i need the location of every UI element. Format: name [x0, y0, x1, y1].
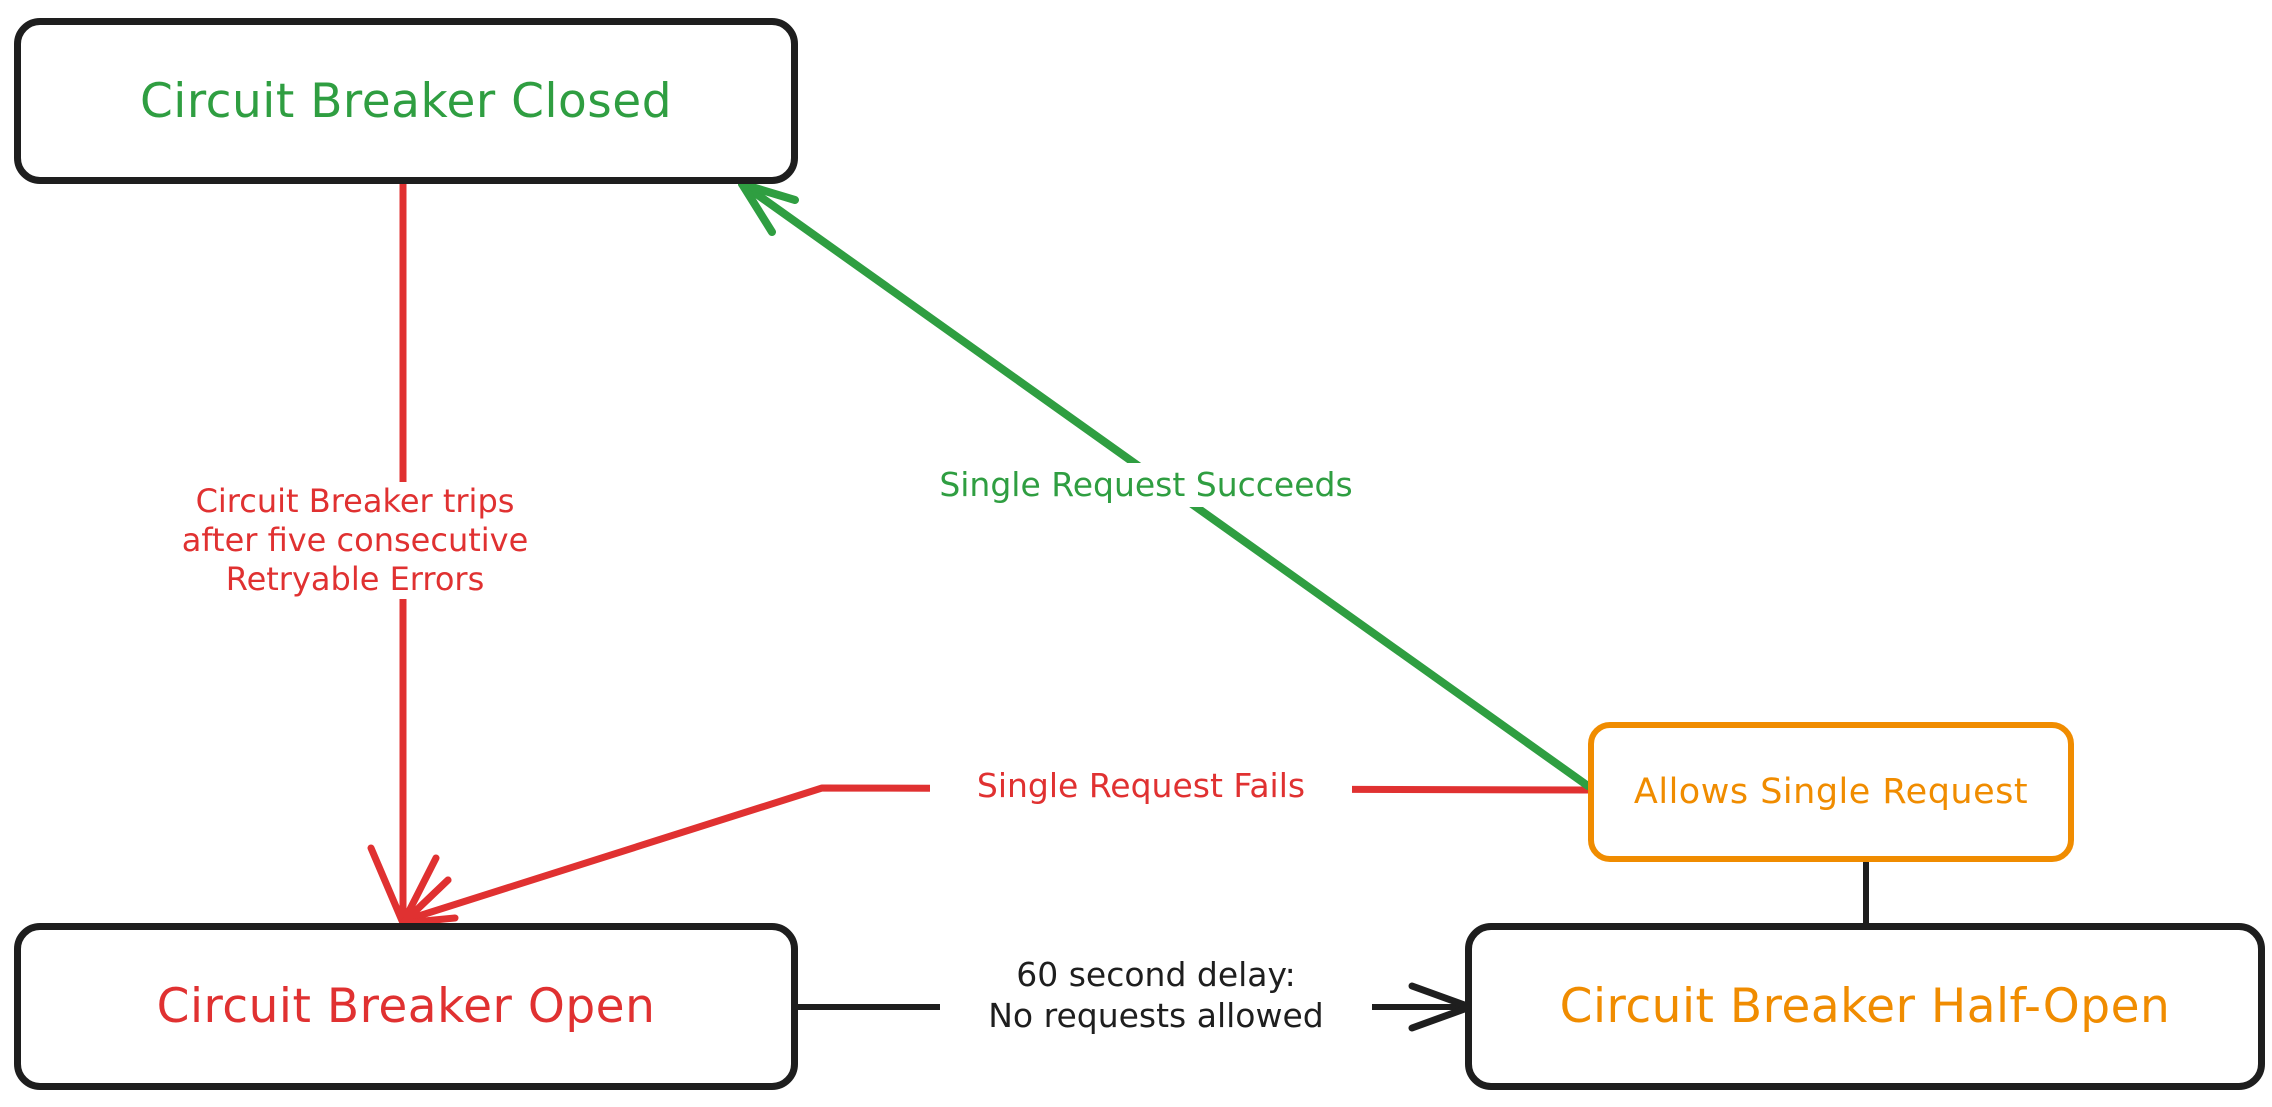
edge-label-single-request-succeeds: Single Request Succeeds	[890, 463, 1402, 508]
node-label-allows-single-request: Allows Single Request	[1633, 772, 2029, 812]
node-circuit-breaker-half-open[interactable]: Circuit Breaker Half-Open	[1465, 923, 2265, 1090]
edge-label-line-1: Circuit Breaker trips	[195, 482, 515, 520]
node-label-circuit-breaker-closed: Circuit Breaker Closed	[139, 73, 673, 129]
edge-label-line-1: Single Request Succeeds	[939, 465, 1353, 504]
edge-label-line-1: Single Request Fails	[976, 766, 1306, 805]
node-label-circuit-breaker-half-open: Circuit Breaker Half-Open	[1559, 979, 2171, 1034]
edge-label-60-second-delay: 60 second delay: No requests allowed	[940, 952, 1372, 1039]
edge-label-single-request-fails: Single Request Fails	[930, 764, 1352, 809]
edge-allows-single-to-open	[399, 784, 1592, 927]
node-circuit-breaker-closed[interactable]: Circuit Breaker Closed	[14, 18, 798, 184]
node-allows-single-request[interactable]: Allows Single Request	[1588, 722, 2074, 862]
edge-label-circuit-breaker-trips: Circuit Breaker trips after five consecu…	[145, 482, 565, 600]
edge-label-line-1: 60 second delay:	[1016, 955, 1296, 994]
node-label-circuit-breaker-open: Circuit Breaker Open	[156, 979, 656, 1034]
edge-label-line-2: No requests allowed	[988, 996, 1324, 1036]
edge-label-line-2: after five consecutive	[181, 521, 529, 560]
node-circuit-breaker-open[interactable]: Circuit Breaker Open	[14, 923, 798, 1090]
edge-label-line-3: Retryable Errors	[225, 560, 485, 599]
